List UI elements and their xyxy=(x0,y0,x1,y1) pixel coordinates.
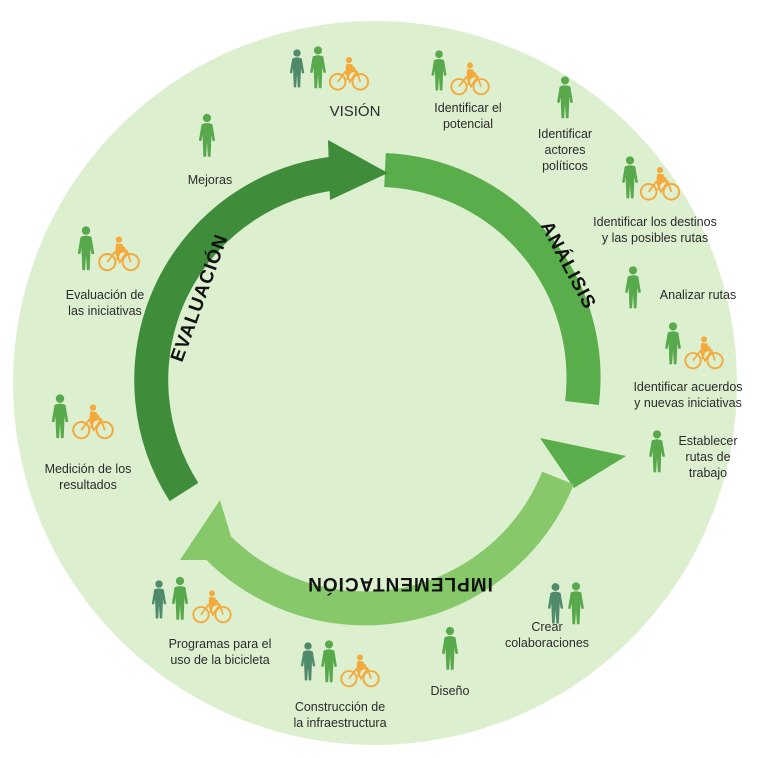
label-identificar-acuerdos: Identificar acuerdos y nuevas iniciativa… xyxy=(633,380,743,410)
label-diseno: Diseño xyxy=(430,684,470,698)
label-vision: VISIÓN xyxy=(329,103,381,120)
label-construccion: Construcción de la infraestructura xyxy=(293,700,387,730)
label-analizar-rutas: Analizar rutas xyxy=(659,288,737,302)
label-establecer-rutas: Establecer rutas de trabajo xyxy=(678,434,738,480)
label-identificar-destinos: Identificar los destinos y las posibles … xyxy=(593,215,717,245)
stage-implementacion: IMPLEMENTACIÓN xyxy=(307,573,493,595)
label-crear-colaboraciones: Crear colaboraciones xyxy=(504,620,590,650)
background-circle xyxy=(13,21,737,745)
label-identificar-actores: Identificar actores políticos xyxy=(537,127,593,173)
label-evaluacion-iniciativas: Evaluación de las iniciativas xyxy=(65,288,145,318)
arc-evaluacion xyxy=(134,156,340,502)
arc-analisis xyxy=(384,153,601,406)
arc-implementacion xyxy=(190,471,574,626)
label-medicion: Medición de los resultados xyxy=(44,462,132,492)
arrowhead-evaluacion xyxy=(328,140,388,200)
cycle-arrows xyxy=(134,140,626,626)
label-mejoras: Mejoras xyxy=(187,173,233,187)
label-identificar-potencial: Identificar el potencial xyxy=(434,101,502,131)
arrowhead-analisis xyxy=(540,438,626,488)
arrowhead-implementacion xyxy=(180,500,238,560)
label-programas: Programas para el uso de la bicicleta xyxy=(168,637,272,667)
